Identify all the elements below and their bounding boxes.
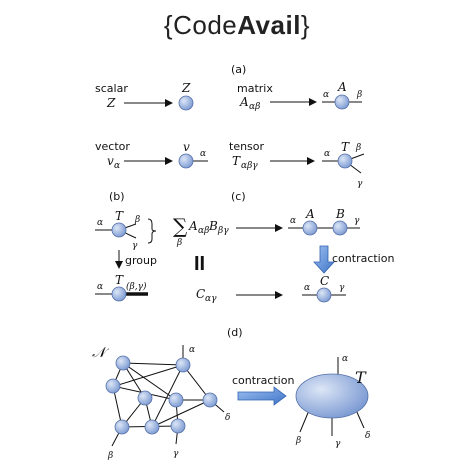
scalar-node-label: Z (181, 81, 191, 95)
matrix-label: matrix (237, 82, 273, 95)
panel-d-label: (d) (227, 326, 243, 339)
d-T-beta-label: β (295, 436, 301, 446)
c-expr-B-sub: βγ (217, 226, 229, 236)
c-node-C-label: C (320, 274, 329, 288)
tensor-leg-right-label: β (355, 143, 361, 153)
c-sum-index: β (176, 238, 182, 248)
d-T-label: T (355, 368, 367, 387)
panel-a-label: (a) (231, 63, 246, 76)
tensor-subscript: αβγ (241, 161, 258, 171)
vector-leg-label: α (200, 149, 206, 159)
c-result-symbol: C (196, 287, 205, 301)
net-node (115, 355, 131, 371)
vector-subscript: α (114, 161, 120, 171)
net-node (175, 357, 191, 373)
b2-node-label: T (115, 273, 124, 287)
codeavail-logo: {CodeAvail} (0, 10, 474, 41)
b-brace (147, 218, 157, 244)
b-leg-right-label: β (134, 215, 140, 225)
b-node-label: T (115, 209, 124, 223)
d-alpha-label: α (189, 345, 195, 355)
logo-brace-close: } (300, 10, 311, 40)
d-gamma-label: γ (173, 449, 179, 459)
tensor-network-nodes (105, 355, 218, 435)
tensor-label: tensor (229, 140, 265, 153)
vector-node-label: v (183, 140, 190, 154)
b-tensor-node (111, 222, 127, 238)
tensor-leg-left-label: α (324, 149, 330, 159)
c-expr-A-sub: αβ (198, 226, 209, 236)
net-edge (122, 362, 177, 401)
tensor-node (337, 153, 353, 169)
net-edge (151, 364, 184, 428)
matrix-leg-left-label: α (323, 90, 329, 100)
c-expr-B: B (208, 219, 218, 233)
d-T-gamma-label: γ (335, 439, 341, 449)
net-node (168, 392, 184, 408)
net-node (144, 419, 160, 435)
c-node-B (332, 220, 348, 236)
c-node-B-label: B (335, 207, 345, 221)
c-expr-A: A (188, 219, 198, 233)
vector-node (178, 153, 194, 169)
matrix-node (334, 94, 350, 110)
d-contraction-label: contraction (232, 374, 294, 387)
c-contraction-arrow (313, 245, 335, 274)
c-result-left-label: α (304, 283, 310, 293)
net-node (137, 390, 153, 406)
d-T-delta-label: δ (365, 431, 370, 441)
net-edge (114, 364, 184, 387)
b-leg-left-label: α (97, 218, 103, 228)
b2-leg-left-label: α (97, 282, 103, 292)
vector-symbol: v (107, 154, 114, 168)
net-node (202, 392, 218, 408)
c-leg-left-label: α (290, 216, 296, 226)
panel-b-label: (b) (109, 190, 125, 203)
net-node (170, 418, 186, 434)
matrix-symbol: A (239, 95, 249, 109)
logo-code: Code (173, 10, 238, 40)
d-contracted-T-node (295, 373, 369, 419)
net-edge (151, 399, 211, 428)
tensor-symbol: T (232, 154, 241, 168)
d-delta-label: δ (225, 413, 230, 423)
b2-tensor-node (111, 286, 127, 302)
scalar-label: scalar (95, 82, 128, 95)
c-equals-sign: II (194, 253, 205, 275)
c-node-C (316, 287, 332, 303)
d-beta-label: β (107, 451, 113, 461)
matrix-leg-right-label: β (356, 90, 362, 100)
c-result-right-label: γ (339, 283, 345, 293)
b-leg-low-label: γ (132, 241, 138, 251)
logo-brace-open: { (163, 10, 174, 40)
d-contraction-arrow (237, 386, 287, 406)
net-edge (122, 362, 184, 366)
d-T-leg-delta (355, 409, 365, 429)
c-leg-right-label: γ (354, 216, 360, 226)
net-node (105, 378, 121, 394)
scalar-node (178, 95, 194, 111)
b2-merged-label: (β,γ) (126, 281, 147, 292)
c-contraction-label: contraction (332, 252, 394, 265)
b-group-label: group (125, 254, 157, 267)
d-network-label: 𝒩 (92, 345, 110, 361)
matrix-subscript: αβ (249, 102, 260, 112)
panel-c-label: (c) (231, 190, 246, 203)
tensor-leg-low-label: γ (357, 179, 363, 189)
c-node-A (302, 220, 318, 236)
c-sum-symbol: ∑ (173, 214, 188, 238)
matrix-node-label: A (337, 80, 347, 94)
d-T-alpha-label: α (342, 354, 348, 364)
scalar-symbol: Z (106, 96, 116, 110)
tensor-node-label: T (341, 140, 350, 154)
logo-avail: Avail (237, 10, 301, 40)
c-result-sub: αγ (205, 294, 217, 304)
vector-label: vector (95, 140, 130, 153)
c-node-A-label: A (305, 207, 315, 221)
net-node (114, 419, 130, 435)
